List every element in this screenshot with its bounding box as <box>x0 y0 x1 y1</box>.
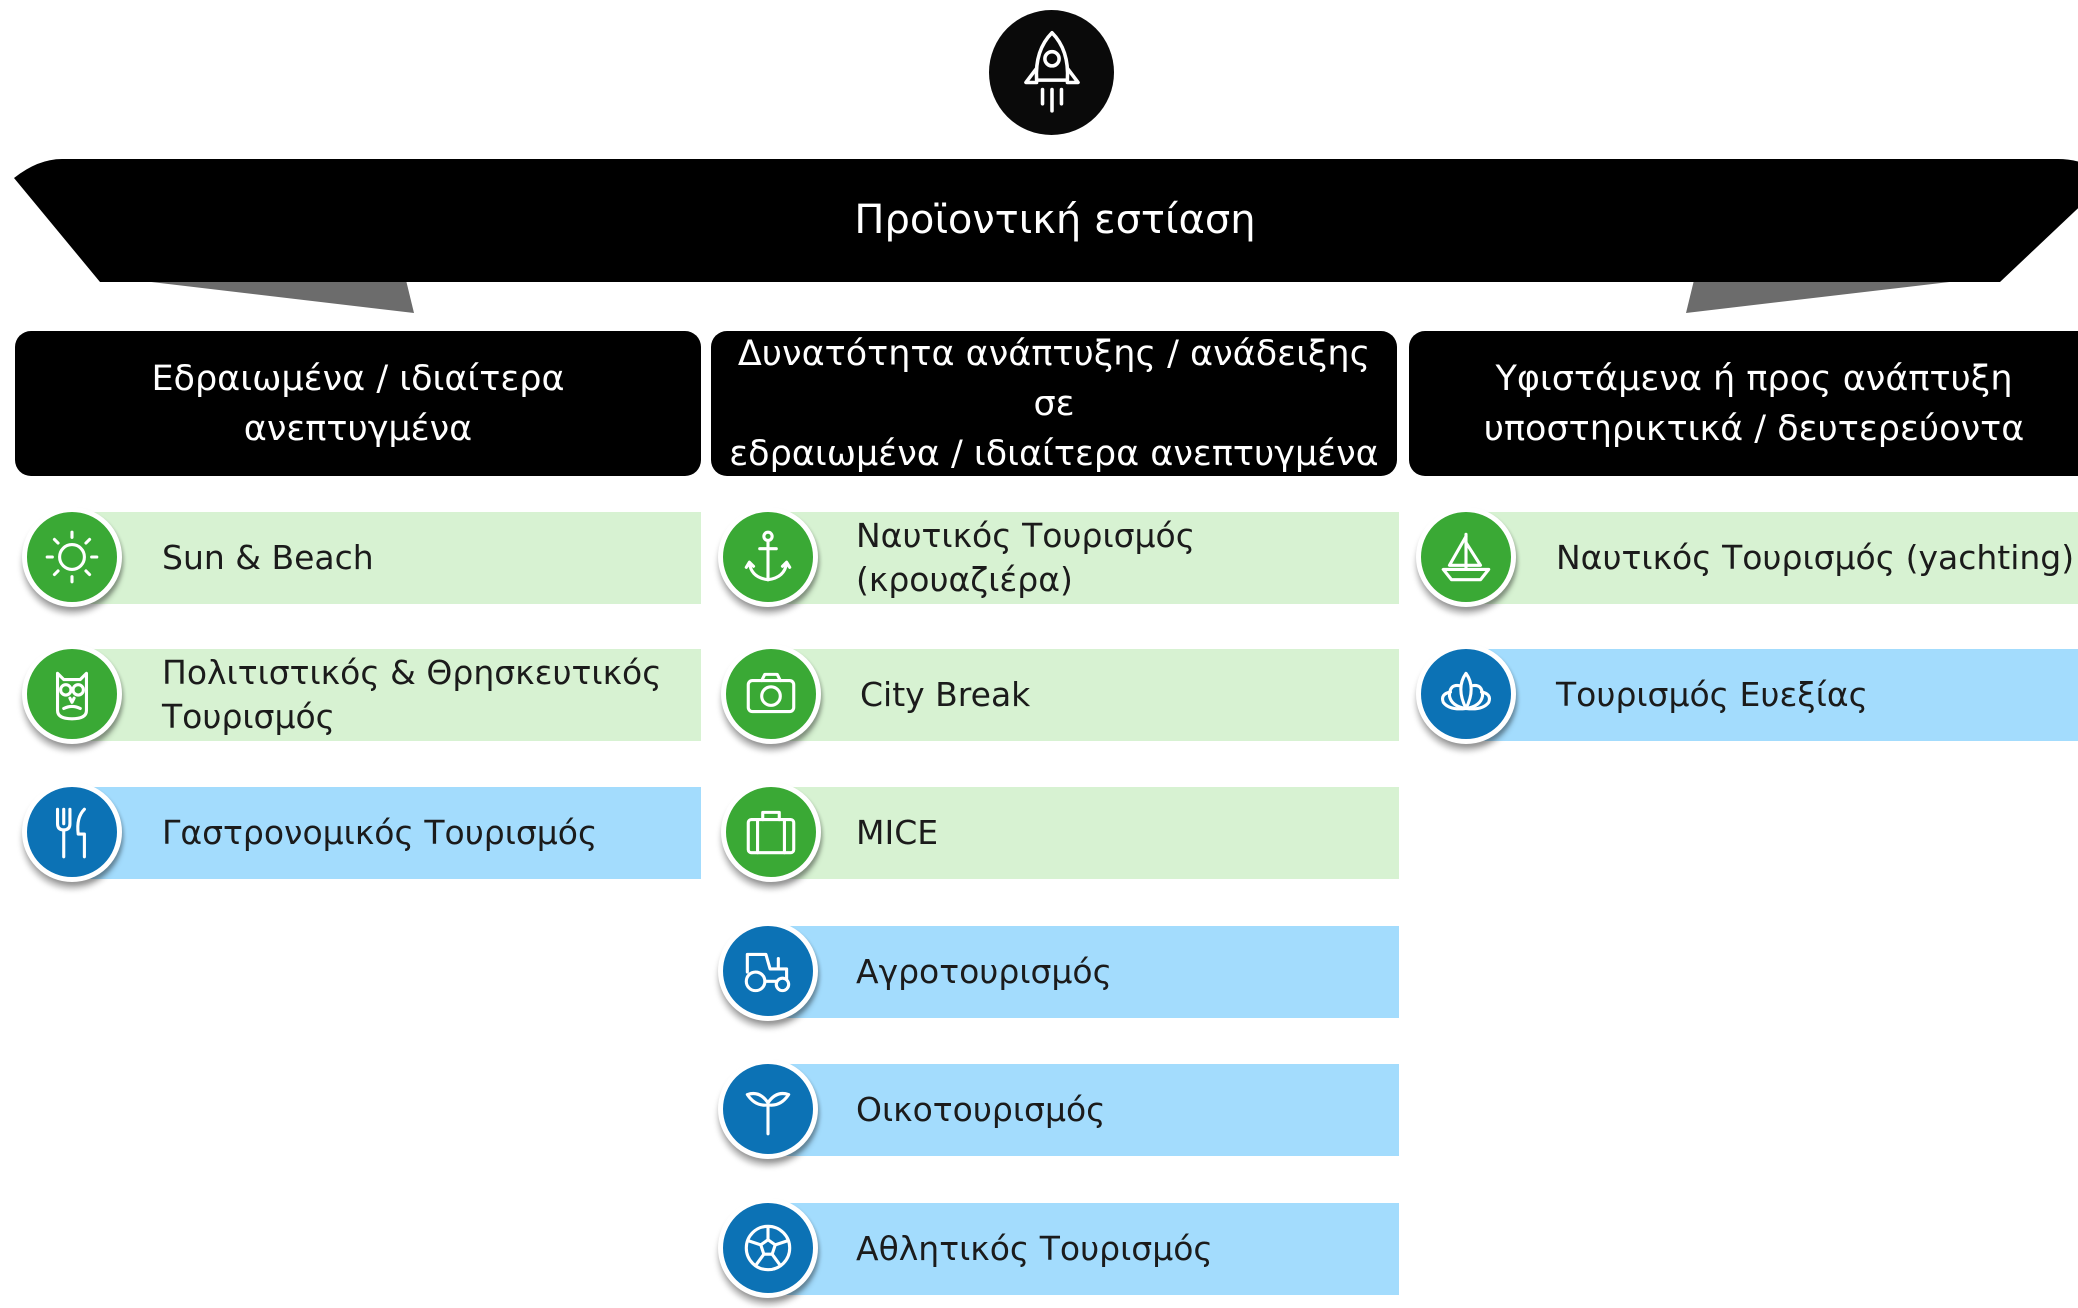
list-item-cruise: Ναυτικός Τουρισμός (κρουαζιέρα) <box>766 512 1399 604</box>
item-label: MICE <box>856 813 939 852</box>
sailboat-icon <box>1416 507 1516 607</box>
list-item-cultural-religious: Πολιτιστικός & Θρησκευτικός Τουρισμός <box>70 649 701 741</box>
tractor-icon <box>718 921 818 1021</box>
rocket-icon <box>989 10 1114 135</box>
item-label: Αγροτουρισμός <box>856 952 1112 991</box>
list-item-ecotourism: Οικοτουρισμός <box>766 1064 1399 1156</box>
list-item-wellness: Τουρισμός Ευεξίας <box>1465 649 2078 741</box>
column-header-established: Εδραιωμένα / ιδιαίτερα ανεπτυγμένα <box>15 331 701 476</box>
list-item-mice: MICE <box>766 787 1399 879</box>
lotus-icon <box>1416 644 1516 744</box>
item-label: Ναυτικός Τουρισμός (κρουαζιέρα) <box>856 516 1196 599</box>
column-header-growth-potential: Δυνατότητα ανάπτυξης / ανάδειξης σε εδρα… <box>711 331 1397 476</box>
item-label: Ναυτικός Τουρισμός (yachting) <box>1556 538 2075 577</box>
sun-icon <box>22 507 122 607</box>
item-label: Sun & Beach <box>162 538 374 577</box>
sprout-icon <box>718 1059 818 1159</box>
item-label: City Break <box>860 675 1031 714</box>
column-header-label: Υφιστάμενα ή προς ανάπτυξη υποστηρικτικά… <box>1483 358 2025 449</box>
fork-knife-icon <box>22 782 122 882</box>
column-header-label: Εδραιωμένα / ιδιαίτερα ανεπτυγμένα <box>151 358 565 449</box>
item-label: Πολιτιστικός & Θρησκευτικός Τουρισμός <box>162 653 662 736</box>
banner-title: Προϊοντική εστίαση <box>854 197 1256 243</box>
list-item-agrotourism: Αγροτουρισμός <box>766 926 1399 1018</box>
item-label: Αθλητικός Τουρισμός <box>856 1229 1213 1268</box>
camera-icon <box>721 644 821 744</box>
list-item-sun-beach: Sun & Beach <box>70 512 701 604</box>
list-item-city-break: City Break <box>766 649 1399 741</box>
briefcase-icon <box>721 782 821 882</box>
ball-icon <box>718 1198 818 1298</box>
item-label: Τουρισμός Ευεξίας <box>1556 675 1868 714</box>
list-item-sports: Αθλητικός Τουρισμός <box>766 1203 1399 1295</box>
item-label: Οικοτουρισμός <box>856 1090 1106 1129</box>
banner-shape <box>14 159 2078 313</box>
item-label: Γαστρονομικός Τουρισμός <box>162 813 598 852</box>
owl-icon <box>22 644 122 744</box>
column-header-label: Δυνατότητα ανάπτυξης / ανάδειξης σε εδρα… <box>729 333 1379 474</box>
column-header-supporting: Υφιστάμενα ή προς ανάπτυξη υποστηρικτικά… <box>1409 331 2078 476</box>
list-item-yachting: Ναυτικός Τουρισμός (yachting) <box>1465 512 2078 604</box>
anchor-icon <box>718 507 818 607</box>
list-item-gastronomy: Γαστρονομικός Τουρισμός <box>70 787 701 879</box>
